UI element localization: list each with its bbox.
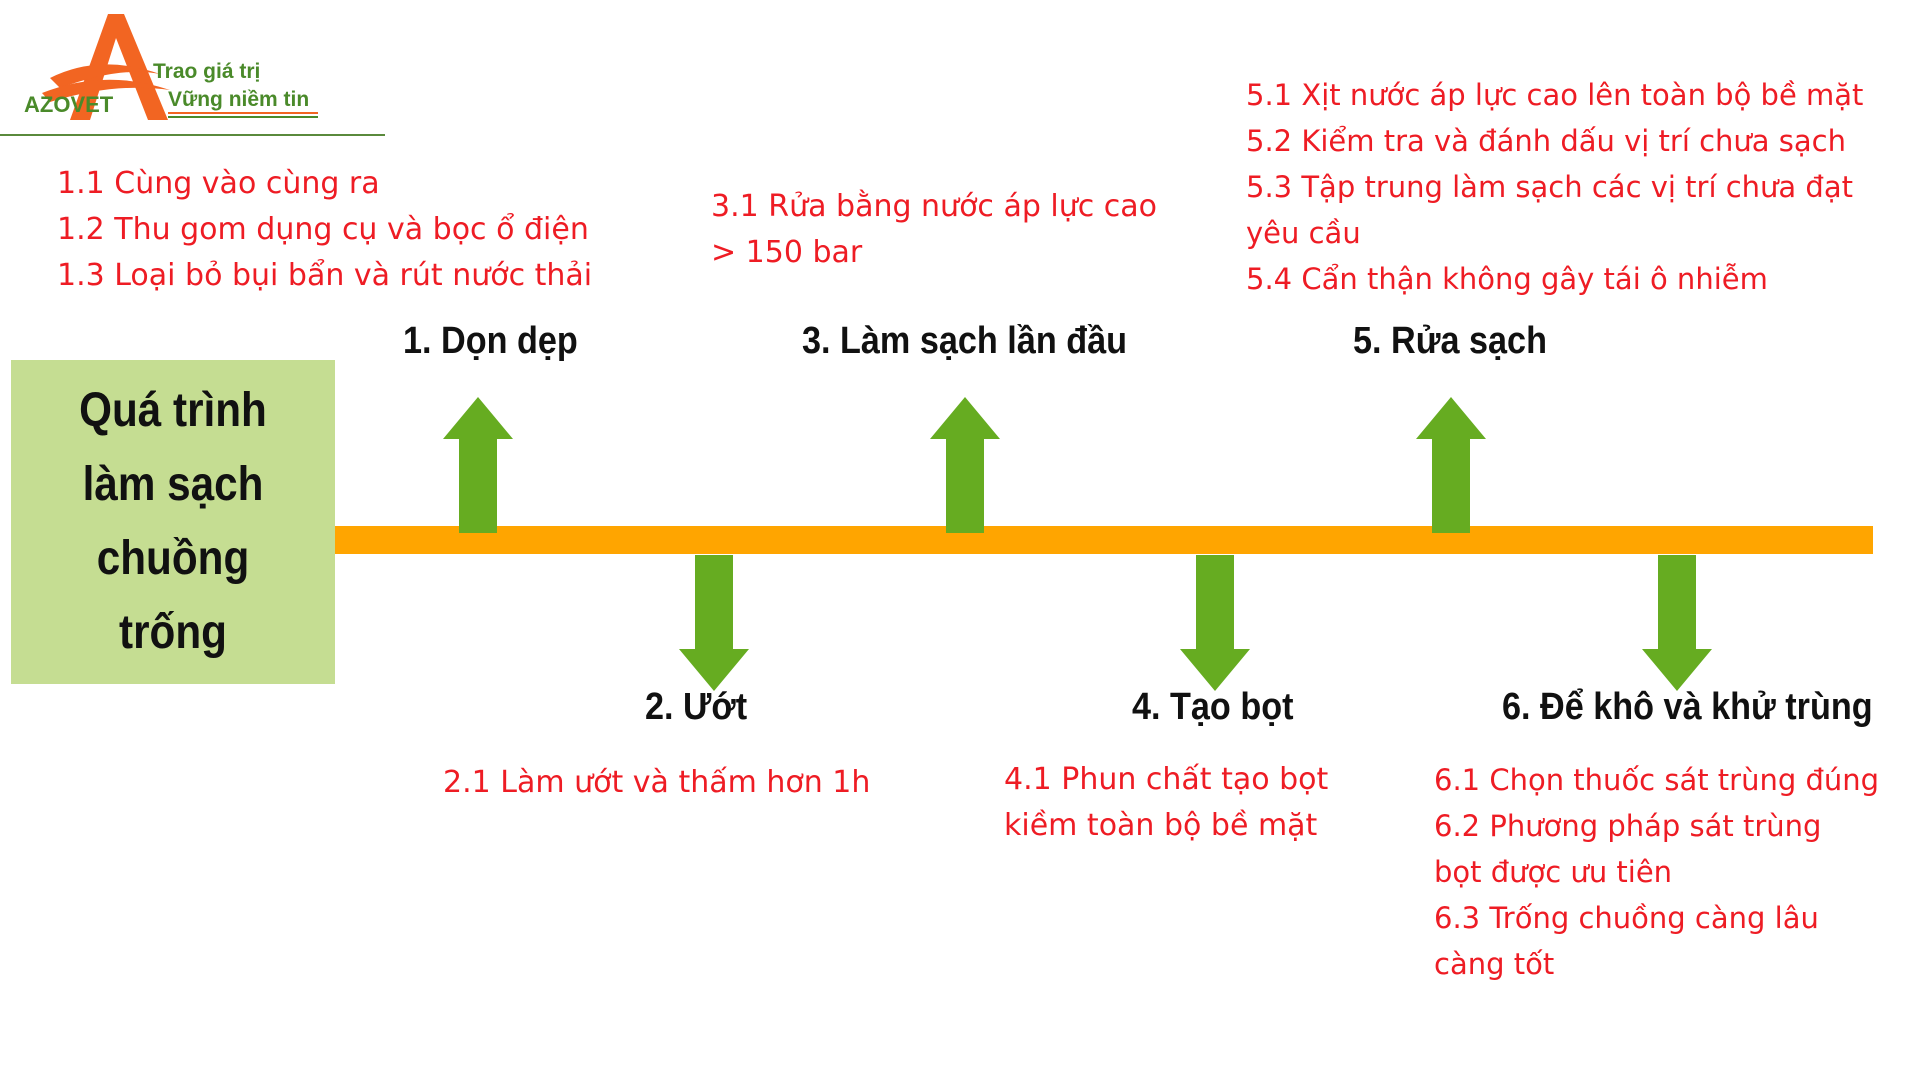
logo-brand: AZOVET — [24, 92, 114, 117]
step-5-details: 5.1 Xịt nước áp lực cao lên toàn bộ bề m… — [1246, 72, 1863, 302]
step-6-title: 6. Để khô và khử trùng — [1502, 686, 1873, 728]
step-4-bullet: 4.1 Phun chất tạo bọt — [1004, 762, 1329, 797]
step-1-title: 1. Dọn dẹp — [403, 320, 578, 362]
step-6-bullet: bọt được ưu tiên — [1434, 855, 1673, 889]
step-1-bullet: 1.3 Loại bỏ bụi bẩn và rút nước thải — [57, 258, 593, 293]
logo-tagline-2: Vững niềm tin — [168, 88, 309, 111]
step-5-bullet: 5.4 Cẩn thận không gây tái ô nhiễm — [1246, 262, 1768, 296]
step-6-bullet: càng tốt — [1434, 947, 1555, 981]
step-5-bullet: yêu cầu — [1246, 216, 1361, 250]
logo-tagline-1: Trao giá trị — [153, 60, 260, 83]
step-3-bullet: 3.1 Rửa bằng nước áp lực cao — [711, 189, 1158, 224]
arrow-up-step-1 — [443, 397, 513, 533]
step-1-bullet: 1.1 Cùng vào cùng ra — [57, 166, 380, 201]
step-4-title: 4. Tạo bọt — [1132, 686, 1294, 728]
step-6-bullet: 6.1 Chọn thuốc sát trùng đúng — [1434, 763, 1880, 797]
step-5-title: 5. Rửa sạch — [1353, 320, 1547, 362]
step-3-details: 3.1 Rửa bằng nước áp lực cao > 150 bar — [711, 184, 1157, 276]
arrow-down-step-2 — [679, 555, 749, 691]
azovet-logo: AZOVET Trao giá trị Vững niềm tin — [24, 14, 318, 120]
header-divider — [0, 134, 385, 136]
step-2-title: 2. Ướt — [645, 686, 748, 728]
process-title: Quá trình làm sạch chuồng trống — [79, 384, 267, 659]
step-5-bullet: 5.2 Kiểm tra và đánh dấu vị trí chưa sạc… — [1246, 124, 1846, 158]
arrow-up-step-3 — [930, 397, 1000, 533]
step-3-bullet: > 150 bar — [711, 235, 863, 270]
step-2-details: 2.1 Làm ướt và thấm hơn 1h — [443, 760, 870, 806]
step-6-bullet: 6.3 Trống chuồng càng lâu — [1434, 901, 1819, 935]
step-2-bullet: 2.1 Làm ướt và thấm hơn 1h — [443, 765, 871, 800]
step-6-details: 6.1 Chọn thuốc sát trùng đúng 6.2 Phương… — [1434, 757, 1879, 987]
step-1-bullet: 1.2 Thu gom dụng cụ và bọc ổ điện — [57, 212, 589, 247]
arrow-down-step-4 — [1180, 555, 1250, 691]
step-5-bullet: 5.1 Xịt nước áp lực cao lên toàn bộ bề m… — [1246, 78, 1864, 112]
step-4-bullet: kiềm toàn bộ bề mặt — [1004, 808, 1318, 843]
step-5-bullet: 5.3 Tập trung làm sạch các vị trí chưa đ… — [1246, 170, 1853, 204]
step-1-details: 1.1 Cùng vào cùng ra 1.2 Thu gom dụng cụ… — [57, 161, 592, 299]
timeline-bar — [335, 526, 1873, 554]
arrow-up-step-5 — [1416, 397, 1486, 533]
arrow-down-step-6 — [1642, 555, 1712, 691]
process-title-box: Quá trình làm sạch chuồng trống — [11, 360, 335, 684]
step-3-title: 3. Làm sạch lần đầu — [802, 320, 1128, 362]
step-6-bullet: 6.2 Phương pháp sát trùng — [1434, 809, 1822, 843]
step-4-details: 4.1 Phun chất tạo bọt kiềm toàn bộ bề mặ… — [1004, 757, 1328, 849]
